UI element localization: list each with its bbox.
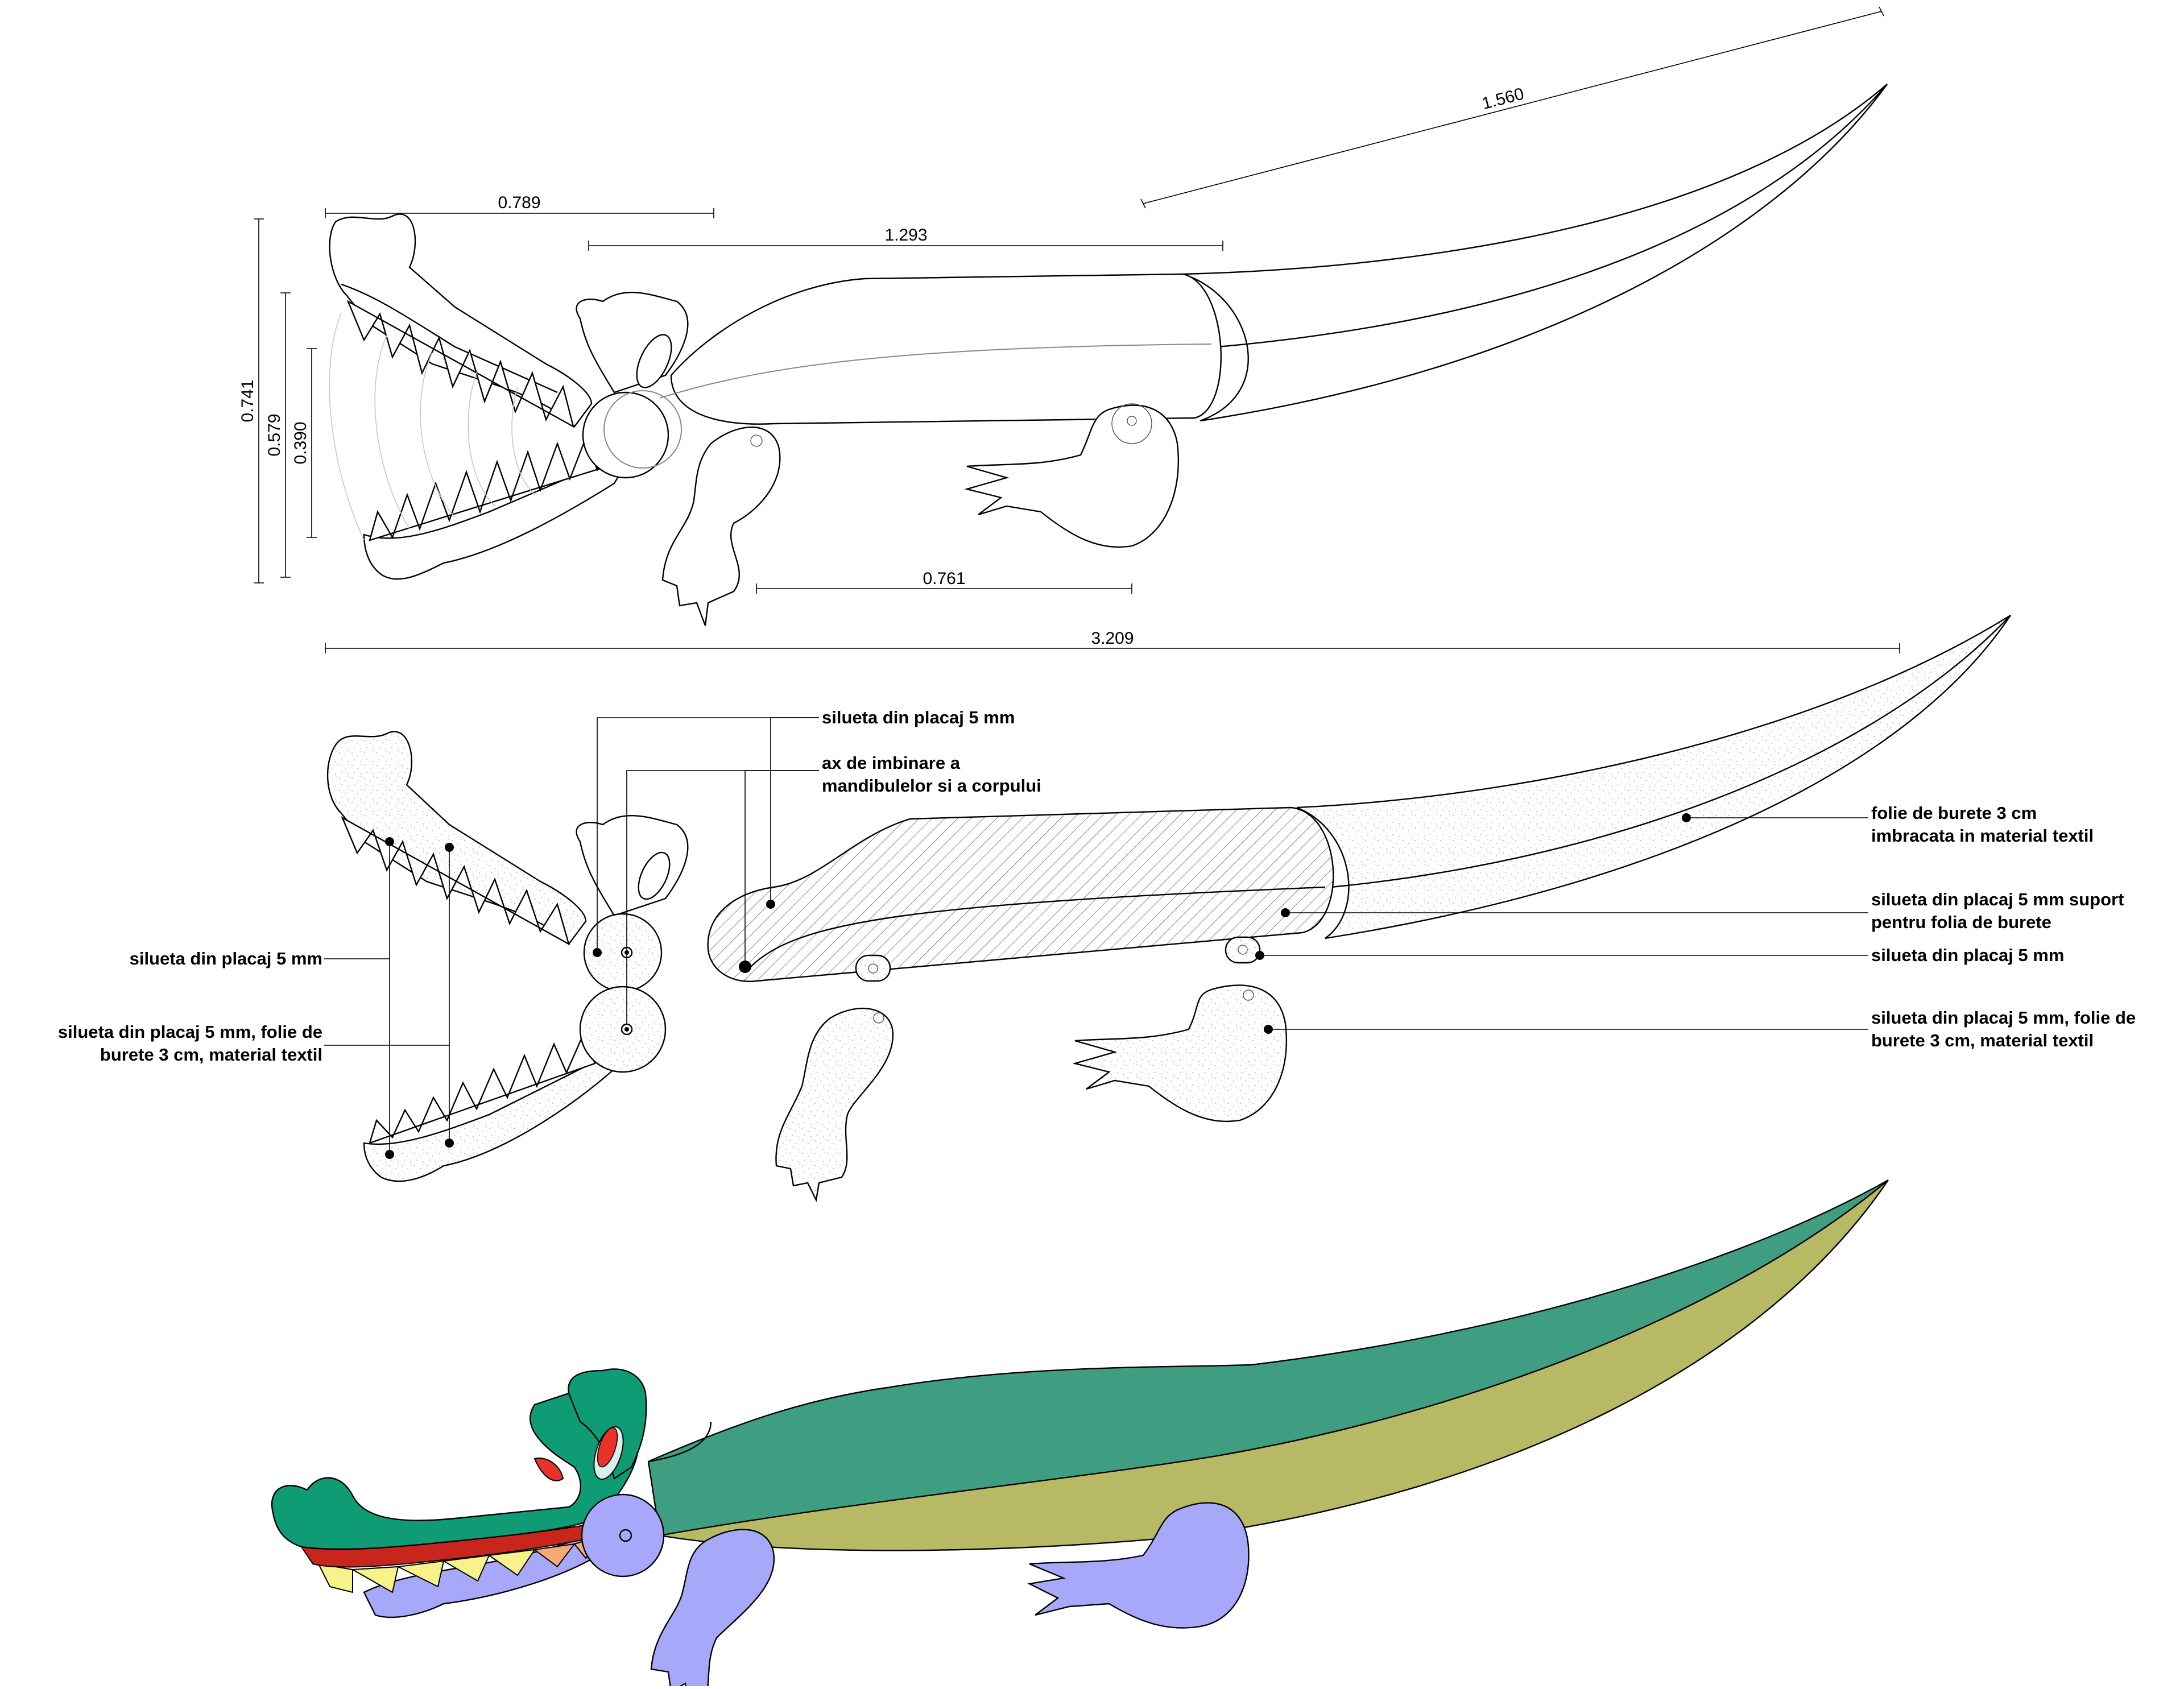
tail-outline — [1182, 84, 1888, 422]
dim-body-length: 1.293 — [884, 226, 927, 245]
dimensioned-view: 1.560 0.789 1.293 0.761 3.209 0.741 0.57… — [238, 6, 1900, 653]
label-jaw-line1: silueta din placaj 5 mm, folie de — [58, 1022, 322, 1042]
dim-total-length: 3.209 — [1091, 629, 1134, 648]
front-leg-part — [775, 1007, 894, 1202]
eye-red — [597, 1427, 618, 1468]
back-leg-joint — [1225, 936, 1261, 964]
body-inner-line — [659, 343, 1212, 399]
dim-height-mouth: 0.390 — [291, 421, 310, 464]
label-leg2-line2: burete 3 cm, material textil — [1871, 1030, 2094, 1050]
dimension-lines — [254, 6, 1900, 653]
exploded-view: silueta din placaj 5 mm ax de imbinare a… — [58, 614, 2136, 1202]
dim-leg-spacing: 0.761 — [923, 569, 965, 588]
label-jaw-line2: burete 3 cm, material textil — [100, 1045, 322, 1065]
dim-height-total: 0.741 — [238, 379, 257, 422]
label-tail-line2: imbracata in material textil — [1871, 826, 2094, 846]
back-leg-joint-hole — [1238, 945, 1248, 955]
lower-jaw-part-teeth — [369, 1032, 596, 1144]
back-leg-pivot — [1111, 403, 1152, 444]
back-leg-part — [1072, 984, 1288, 1123]
callout-leaders — [324, 717, 1868, 1159]
colored-view — [271, 1179, 1889, 1689]
body-plywood-part — [707, 806, 1334, 982]
dim-head-length: 0.789 — [498, 193, 540, 212]
dim-tail-top: 1.560 — [1480, 84, 1526, 113]
teeth-yellow — [317, 1549, 536, 1593]
neck-fold — [648, 1421, 712, 1463]
mouth-swing-arcs — [329, 312, 535, 541]
brow-part-eye — [638, 851, 671, 900]
label-support-line1: silueta din placaj 5 mm suport — [1871, 889, 2124, 909]
front-leg-joint — [855, 954, 891, 982]
label-support-line2: pentru folia de burete — [1871, 912, 2051, 932]
back-green — [647, 1179, 1889, 1537]
front-leg-outline — [661, 427, 781, 626]
brow-part — [576, 814, 689, 917]
front-leg-lavender — [650, 1529, 775, 1689]
label-leg2-line1: silueta din placaj 5 mm, folie de — [1871, 1008, 2136, 1028]
hinge-center-icon — [619, 1529, 632, 1542]
dim-height-jaw: 0.579 — [265, 413, 284, 456]
hinge-lavender — [581, 1493, 665, 1578]
front-leg-pivot — [750, 434, 763, 447]
lower-hinge-part — [579, 986, 667, 1073]
jaw-hinge-circle — [582, 391, 669, 479]
body-inner-line-2 — [750, 886, 1326, 967]
lower-jaw-part — [363, 1050, 615, 1182]
back-leg-lavender — [1027, 1502, 1250, 1629]
front-leg-joint-hole — [868, 963, 878, 974]
label-axis-line1: ax de imbinare a — [822, 753, 961, 773]
upper-jaw-part-teeth — [341, 816, 570, 946]
upper-jaw-gum — [341, 283, 558, 394]
eye-outline — [636, 334, 672, 388]
label-plywood-left: silueta din placaj 5 mm — [130, 949, 322, 968]
tail-foam-midline — [1330, 615, 2011, 888]
back-leg-pivot-hole — [1127, 416, 1137, 426]
upper-jaw-outline — [329, 213, 593, 428]
front-leg-part-hole — [873, 1012, 884, 1024]
tail-midline — [1217, 84, 1888, 348]
tail-foam-part — [1296, 614, 2011, 939]
upper-teeth — [346, 300, 574, 428]
upper-jaw-part — [326, 731, 587, 945]
label-tail-line1: folie de burete 3 cm — [1871, 803, 2037, 823]
back-leg-outline — [964, 404, 1180, 548]
body-outline — [670, 273, 1222, 425]
label-axis-line2: mandibulelor si a corpului — [822, 776, 1041, 796]
hinge-ghost-circle — [603, 390, 682, 469]
label-leg: silueta din placaj 5 mm — [1871, 945, 2064, 965]
lower-jaw-outline — [363, 453, 634, 580]
label-plywood-top: silueta din placaj 5 mm — [822, 707, 1015, 727]
eye-red-front — [533, 1458, 564, 1481]
back-leg-part-hole — [1243, 990, 1254, 1001]
